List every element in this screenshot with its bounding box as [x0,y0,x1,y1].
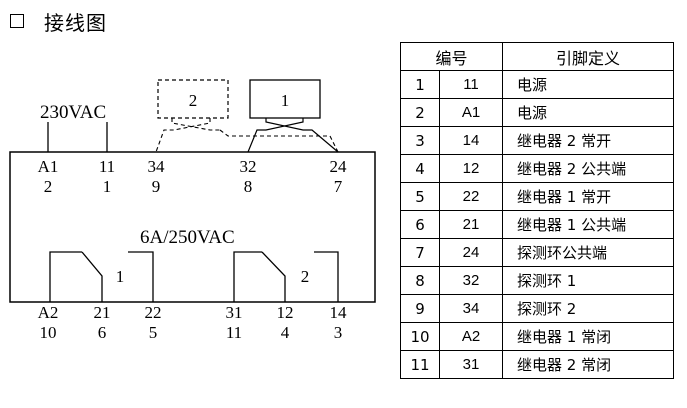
terminal-34-code: 34 [148,157,166,176]
table-row: 6 21 继电器 1 公共端 [400,210,674,239]
terminal-12-code: 12 [277,303,294,322]
pin-index: 5 [400,182,440,211]
pin-code: 32 [439,266,503,295]
table-row: 10 A2 继电器 1 常闭 [400,322,674,351]
loop-2-label: 2 [189,91,198,110]
loop-2-lead-b [155,118,211,153]
terminal-34-number: 9 [152,177,161,196]
relay-1-no-contact [128,251,154,302]
pin-description: 探测环公共端 [502,238,674,267]
relay-1-common-arm [81,251,103,302]
contact-rating-label: 6A/250VAC [140,227,235,248]
loop-1-label: 1 [281,91,290,110]
terminal-31-code: 31 [226,303,243,322]
terminal-12-number: 4 [281,323,290,342]
pin-code: 22 [439,182,503,211]
pin-description: 探测环 2 [502,294,674,323]
column-header-number: 编号 [400,42,503,71]
table-row: 8 32 探测环 1 [400,266,674,295]
section-header: 接线图 [10,6,107,36]
terminal-31-number: 11 [226,323,242,342]
table-row: 11 31 继电器 2 常闭 [400,350,674,379]
pin-description: 继电器 2 常开 [502,126,674,155]
relay-2-label: 2 [301,267,310,286]
pin-index: 8 [400,266,440,295]
loop-1-lead-b [247,118,304,153]
table-header-row: 编号 引脚定义 [400,42,674,71]
terminal-a2-code: A2 [38,303,59,322]
checkbox-square-icon [10,14,24,28]
terminal-21-number: 6 [98,323,107,342]
loop-2-return [219,129,339,153]
terminal-a2-number: 10 [40,323,57,342]
terminal-11-number: 1 [103,177,112,196]
relay-2-common-arm [261,251,286,302]
relay-2-no-contact [314,251,339,302]
table-row: 3 14 继电器 2 常开 [400,126,674,155]
terminal-14-code: 14 [330,303,348,322]
terminal-22-number: 5 [149,323,158,342]
pin-description: 继电器 2 常闭 [502,350,674,379]
pin-index: 10 [400,322,440,351]
terminal-a1-number: 2 [44,177,53,196]
terminal-11-code: 11 [99,157,115,176]
pin-index: 3 [400,126,440,155]
pin-code: A1 [439,98,503,127]
section-title: 接线图 [44,10,107,35]
terminal-14-number: 3 [334,323,343,342]
relay-2-nc-contact [233,251,262,302]
pin-code: 24 [439,238,503,267]
pin-index: 2 [400,98,440,127]
supply-voltage-label: 230VAC [40,102,106,123]
terminal-24-code: 24 [330,157,348,176]
table-row: 4 12 继电器 2 公共端 [400,154,674,183]
pin-index: 4 [400,154,440,183]
terminal-24-number: 7 [334,177,343,196]
terminal-32-number: 8 [244,177,253,196]
pin-code: 12 [439,154,503,183]
pin-index: 9 [400,294,440,323]
pin-code: 31 [439,350,503,379]
table-row: 2 A1 电源 [400,98,674,127]
relay-1-label: 1 [116,267,125,286]
terminal-21-code: 21 [94,303,111,322]
pin-code: 21 [439,210,503,239]
pin-description: 继电器 1 常开 [502,182,674,211]
relay-1-nc-contact [49,251,82,302]
table-row: 5 22 继电器 1 常开 [400,182,674,211]
pin-code: 14 [439,126,503,155]
pin-description: 继电器 1 常闭 [502,322,674,351]
pin-description: 电源 [502,98,674,127]
pin-index: 1 [400,70,440,99]
module-body [9,151,376,303]
loop-2-lead-a [171,118,220,131]
column-header-function: 引脚定义 [502,42,674,71]
pin-code: A2 [439,322,503,351]
terminal-a1-code: A1 [38,157,59,176]
pin-description: 继电器 2 公共端 [502,154,674,183]
pin-description: 探测环 1 [502,266,674,295]
pin-code: 34 [439,294,503,323]
pin-index: 6 [400,210,440,239]
wiring-schematic: 230VAC 2 1 A1 2 11 1 34 9 32 8 24 7 6A/2… [9,79,376,342]
pin-description: 继电器 1 公共端 [502,210,674,239]
table-row: 7 24 探测环公共端 [400,238,674,267]
terminal-22-code: 22 [145,303,162,322]
table-row: 9 34 探测环 2 [400,294,674,323]
pin-definition-table: 编号 引脚定义 1 11 电源 2 A1 电源 3 14 继电器 2 常开 4 [400,42,674,379]
pin-index: 11 [400,350,440,379]
pin-index: 7 [400,238,440,267]
loop-1-box [249,79,321,119]
terminal-32-code: 32 [240,157,257,176]
table-row: 1 11 电源 [400,70,674,99]
loop-1-lead-a [265,118,339,153]
loop-2-box [157,79,229,119]
pin-code: 11 [439,70,503,99]
pin-description: 电源 [502,70,674,99]
